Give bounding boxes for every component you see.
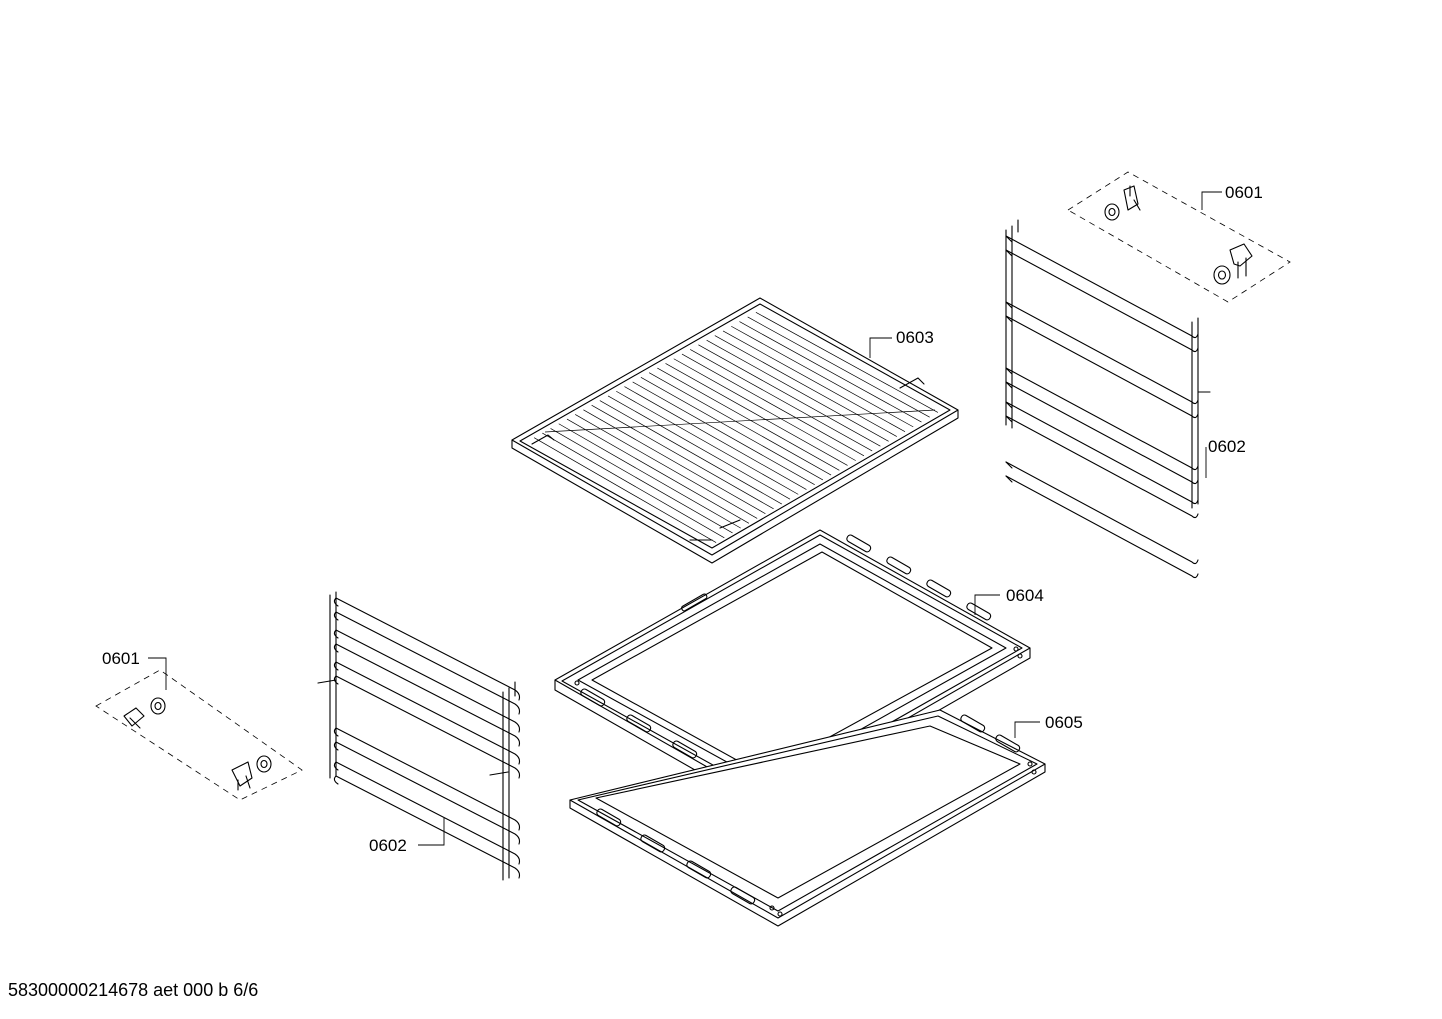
label-0605[interactable]: 0605 [1045,713,1083,732]
label-0603[interactable]: 0603 [896,328,934,347]
label-0601-left[interactable]: 0601 [102,649,140,668]
side-runner-left-0602[interactable] [317,591,521,881]
baking-tray-0605[interactable] [569,709,1046,927]
label-0602-left[interactable]: 0602 [369,836,407,855]
fixing-clips-left-0601[interactable] [95,669,303,801]
leader-lines [148,191,1222,846]
label-0602-right[interactable]: 0602 [1208,437,1246,456]
label-0604[interactable]: 0604 [1006,586,1044,605]
baking-tray-0604[interactable] [554,529,1031,811]
wire-rack-0603[interactable] [511,297,959,564]
document-id-footer: 58300000214678 aet 000 b 6/6 [8,980,259,1000]
fixing-clips-top-0601[interactable] [1067,171,1291,303]
part-labels: 0601 0603 0602 0604 0605 0601 0602 [102,183,1263,855]
label-0601-top[interactable]: 0601 [1225,183,1263,202]
side-runner-right-0602[interactable] [1005,219,1211,579]
